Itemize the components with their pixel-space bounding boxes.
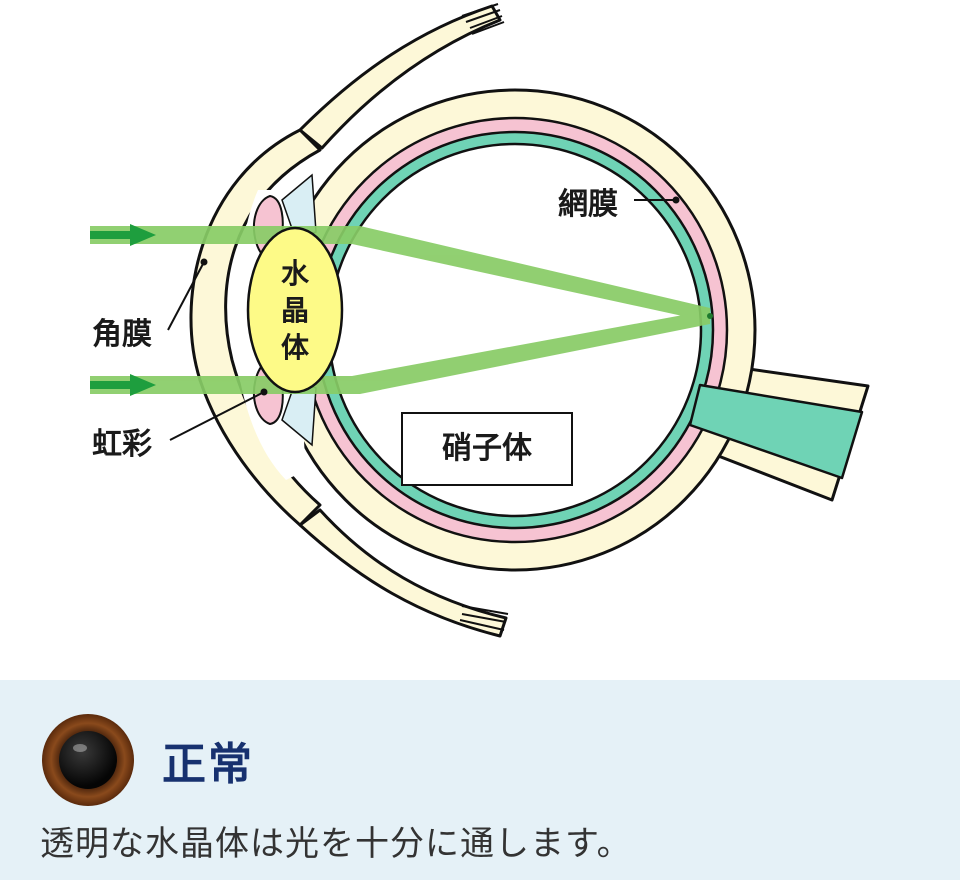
lower-eyelid [298,508,508,638]
lens-label-char-3: 体 [281,331,310,364]
leader-lines [167,199,676,441]
info-panel: 正常 透明な水晶体は光を十分に通します。 [0,680,960,880]
upper-eyelid [298,4,502,150]
vitreous-label-box [401,412,573,486]
lens-label-char-1: 水 [281,257,310,290]
iris-label: 虹彩 [92,427,152,462]
optic-nerve [688,383,864,480]
eye-icon [42,714,134,806]
focus-point [707,313,713,319]
lens-label-char-2: 晶 [281,294,309,327]
status-title: 正常 [162,739,254,790]
cornea-label: 角膜 [92,317,152,352]
retina-label: 網膜 [558,187,618,222]
vitreous-label: 硝子体 [442,431,533,466]
eye-diagram: 網膜 角膜 虹彩 水 晶 体 硝子体 [90,3,870,638]
incoming-arrows [90,224,156,396]
status-description: 透明な水晶体は光を十分に通します。 [40,824,632,864]
lens [246,226,344,394]
status-row: 正常 [40,700,254,820]
